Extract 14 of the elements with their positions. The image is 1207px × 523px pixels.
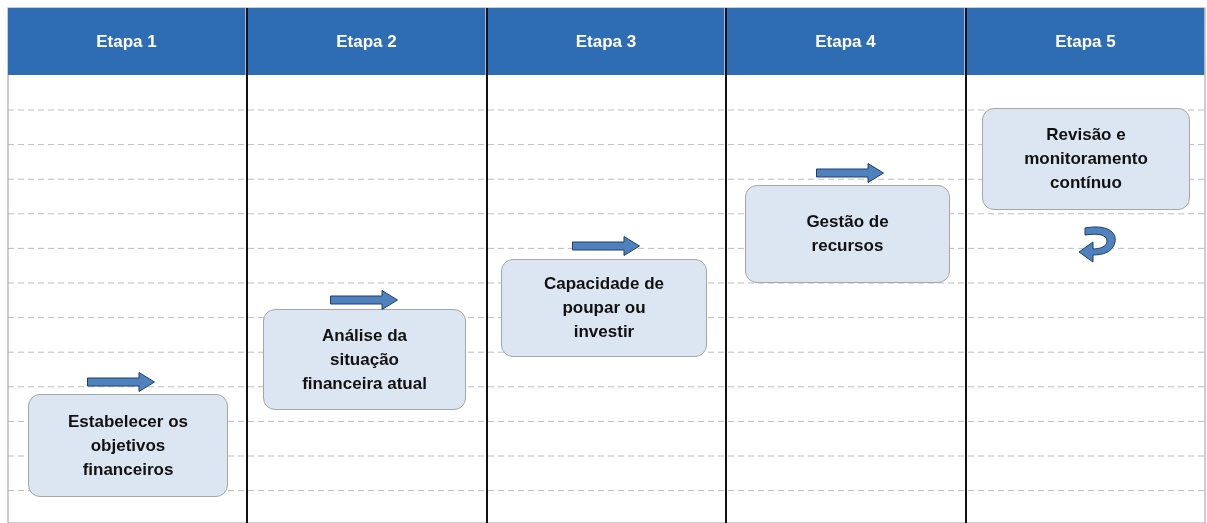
step-box: Análise da situação financeira atual	[263, 309, 466, 410]
step-box: Estabelecer os objetivos financeiros	[28, 394, 228, 497]
step-box: Revisão e monitoramento contínuo	[982, 108, 1190, 210]
stage-header: Etapa 5	[967, 8, 1205, 75]
stage-header: Etapa 3	[488, 8, 725, 75]
stage-header: Etapa 4	[727, 8, 965, 75]
stage-header: Etapa 1	[8, 8, 246, 75]
step-box: Capacidade de poupar ou investir	[501, 259, 707, 357]
stage-column	[727, 8, 967, 523]
stage-column	[488, 8, 727, 523]
stage-header: Etapa 2	[248, 8, 486, 75]
step-box: Gestão de recursos	[745, 185, 950, 283]
stage-column	[8, 8, 248, 523]
stage-column	[248, 8, 488, 523]
